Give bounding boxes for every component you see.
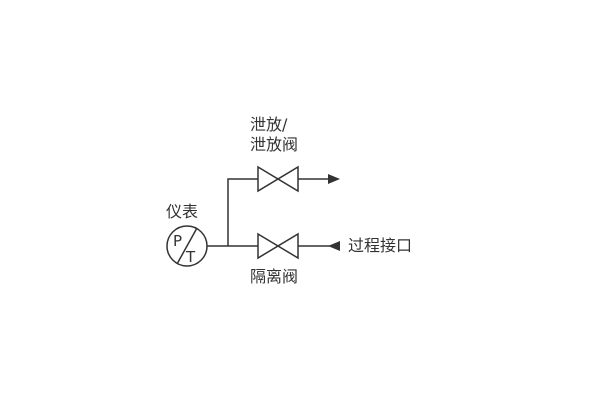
process-arrow-icon (328, 241, 340, 251)
process-connection-label: 过程接口 (348, 236, 413, 255)
isolation-valve (257, 232, 299, 260)
instrument-t: T (185, 248, 196, 266)
drain-label-line2: 泄放阀 (250, 135, 299, 154)
instrument-slash (176, 227, 198, 265)
drain-label-line1: 泄放/ (250, 115, 288, 134)
instrument-p: P (173, 232, 182, 250)
main-pipe (207, 178, 258, 247)
drain-valve (257, 165, 299, 193)
instrument-label: 仪表 (166, 202, 199, 221)
drain-arrow-icon (328, 174, 340, 184)
isolation-valve-label: 隔离阀 (250, 267, 299, 286)
